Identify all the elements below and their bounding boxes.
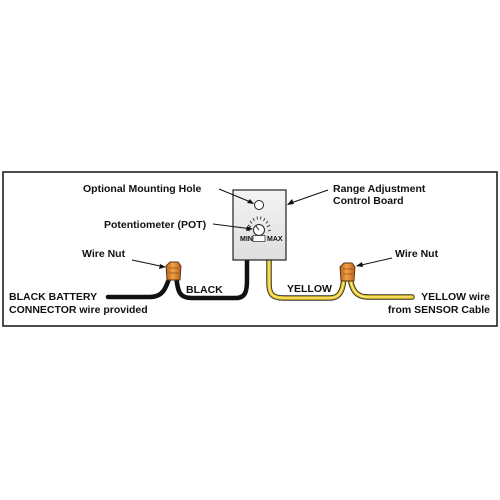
pot-min-label: MIN bbox=[240, 236, 253, 243]
sensor-label-line1: YELLOW wire bbox=[421, 291, 490, 303]
potentiometer-label: Potentiometer (POT) bbox=[104, 219, 206, 231]
wire-nut-right-label: Wire Nut bbox=[395, 248, 439, 260]
battery-label-line1: BLACK BATTERY bbox=[9, 291, 97, 303]
leader-potentiometer bbox=[212, 223, 253, 230]
yellow-wire bbox=[266, 255, 347, 301]
leader-mounting-hole bbox=[218, 188, 254, 204]
yellow-sensor-wire bbox=[347, 275, 415, 300]
mounting-hole-label: Optional Mounting Hole bbox=[83, 183, 202, 195]
leader-wire-nut-left bbox=[131, 259, 166, 268]
battery-label-line2: CONNECTOR wire provided bbox=[9, 304, 148, 316]
range-adjustment-control-board: MIN MAX bbox=[232, 189, 287, 261]
leader-wire-nut-right bbox=[356, 257, 393, 267]
leader-control-board bbox=[287, 189, 329, 205]
sensor-label-line2: from SENSOR Cable bbox=[388, 304, 490, 316]
control-board-label-line2: Control Board bbox=[333, 195, 404, 207]
yellow-wire-label: YELLOW bbox=[287, 283, 332, 295]
wire-nut-left-label: Wire Nut bbox=[82, 248, 126, 260]
black-wire-label: BLACK bbox=[186, 284, 223, 296]
pot-max-label: MAX bbox=[267, 236, 283, 243]
wire-nut-left bbox=[165, 261, 182, 281]
potentiometer-scale bbox=[246, 216, 272, 232]
black-board-wire bbox=[173, 255, 250, 301]
wire-nut-right bbox=[339, 262, 356, 282]
control-board-label-line1: Range Adjustment bbox=[333, 183, 426, 195]
mounting-hole bbox=[254, 200, 264, 210]
